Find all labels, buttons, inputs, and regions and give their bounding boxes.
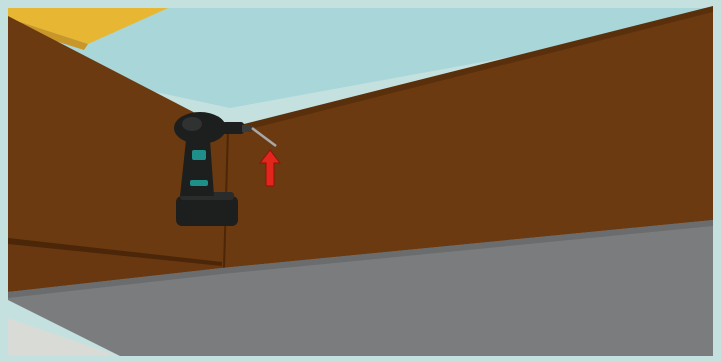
scene-svg (0, 0, 721, 362)
installation-illustration (0, 0, 721, 362)
